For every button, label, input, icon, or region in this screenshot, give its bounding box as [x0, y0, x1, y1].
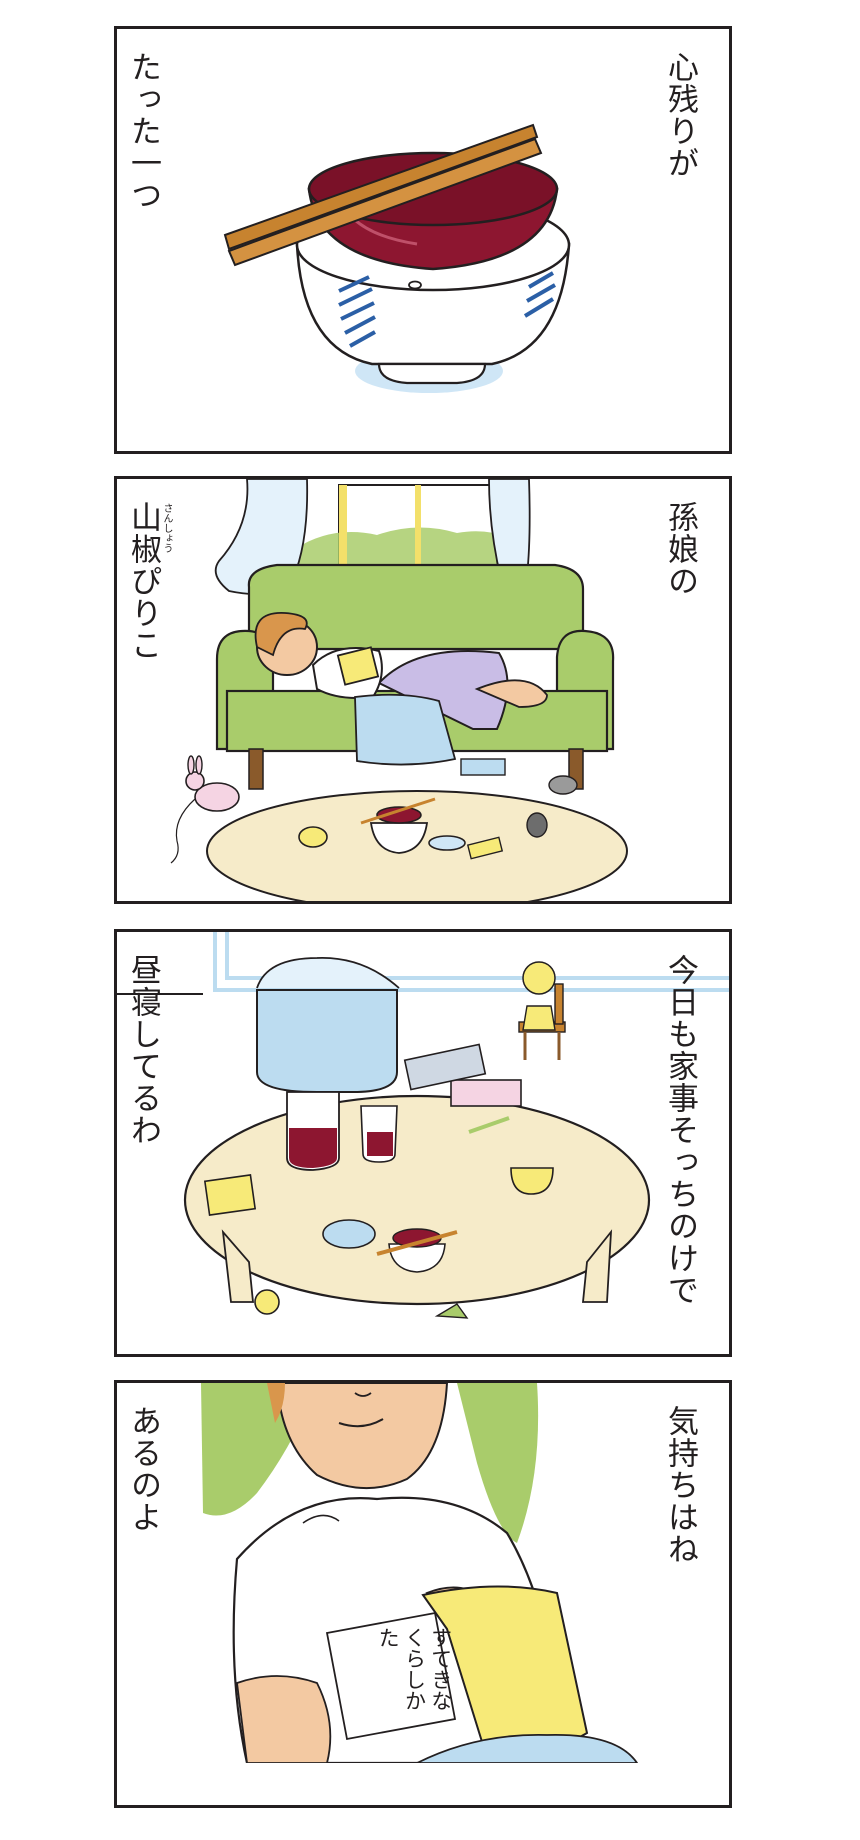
narration-left: 昼寝してるわ [125, 954, 161, 1146]
trees-outside-window [295, 527, 517, 571]
narration-right: 今日も家事そっちのけで [662, 954, 698, 1306]
rice-bowl-with-chopsticks-illustration [223, 123, 571, 393]
narration-right: 心残りが [662, 51, 698, 179]
yellow-mug [510, 1167, 554, 1195]
sofa-back [247, 563, 585, 651]
girl-napping-on-sofa-illustration [170, 479, 628, 901]
laundry-basket [256, 989, 398, 1093]
chopstick-1 [223, 123, 539, 251]
blue-stripes-right [523, 271, 556, 318]
book-cover-title: すてきなくらしかた [376, 1627, 453, 1711]
close-up-sleeping-girl-with-book-illustration [117, 1383, 729, 1805]
narration-right: 孫娘の [662, 501, 698, 597]
narration-left: あるのよ [125, 1405, 161, 1533]
sofa-background-right [457, 1383, 539, 1543]
toy-rabbit [170, 755, 240, 864]
book-cover-label [325, 1611, 457, 1741]
panel-2: 孫娘の 山椒ぴりこ さんしょう [114, 476, 732, 904]
chopstick-2 [227, 137, 543, 267]
ball [254, 1289, 280, 1315]
blanket [416, 1733, 639, 1764]
bowl-foot [377, 362, 487, 385]
lavender-skirt [377, 650, 509, 730]
blue-stripes-left [338, 275, 376, 348]
small-plate [322, 1219, 376, 1249]
laundry [256, 957, 400, 989]
narration-left: 山椒ぴりこ [125, 501, 161, 661]
narration-left: たった一つ [125, 51, 161, 211]
panel-4: すてきなくらしかた 気持ちはね あるのよ [114, 1380, 732, 1808]
hair [254, 612, 308, 657]
cat-doll-on-chair [518, 961, 566, 1060]
face-closeup [275, 1383, 449, 1489]
newspaper [403, 1043, 487, 1091]
rice-bowl [388, 1243, 446, 1273]
yellow-book [203, 1174, 257, 1216]
tissue-box [450, 1079, 522, 1107]
panel-1: 心残りが たった一つ [114, 26, 732, 454]
panel-3: 今日も家事そっちのけで 昼寝してるわ [114, 929, 732, 1357]
messy-low-table-illustration [117, 932, 729, 1319]
furigana: さんしょう [161, 503, 172, 553]
narration-right: 気持ちはね [662, 1405, 698, 1565]
book-in-hand [336, 646, 380, 686]
blue-blanket [354, 693, 457, 766]
